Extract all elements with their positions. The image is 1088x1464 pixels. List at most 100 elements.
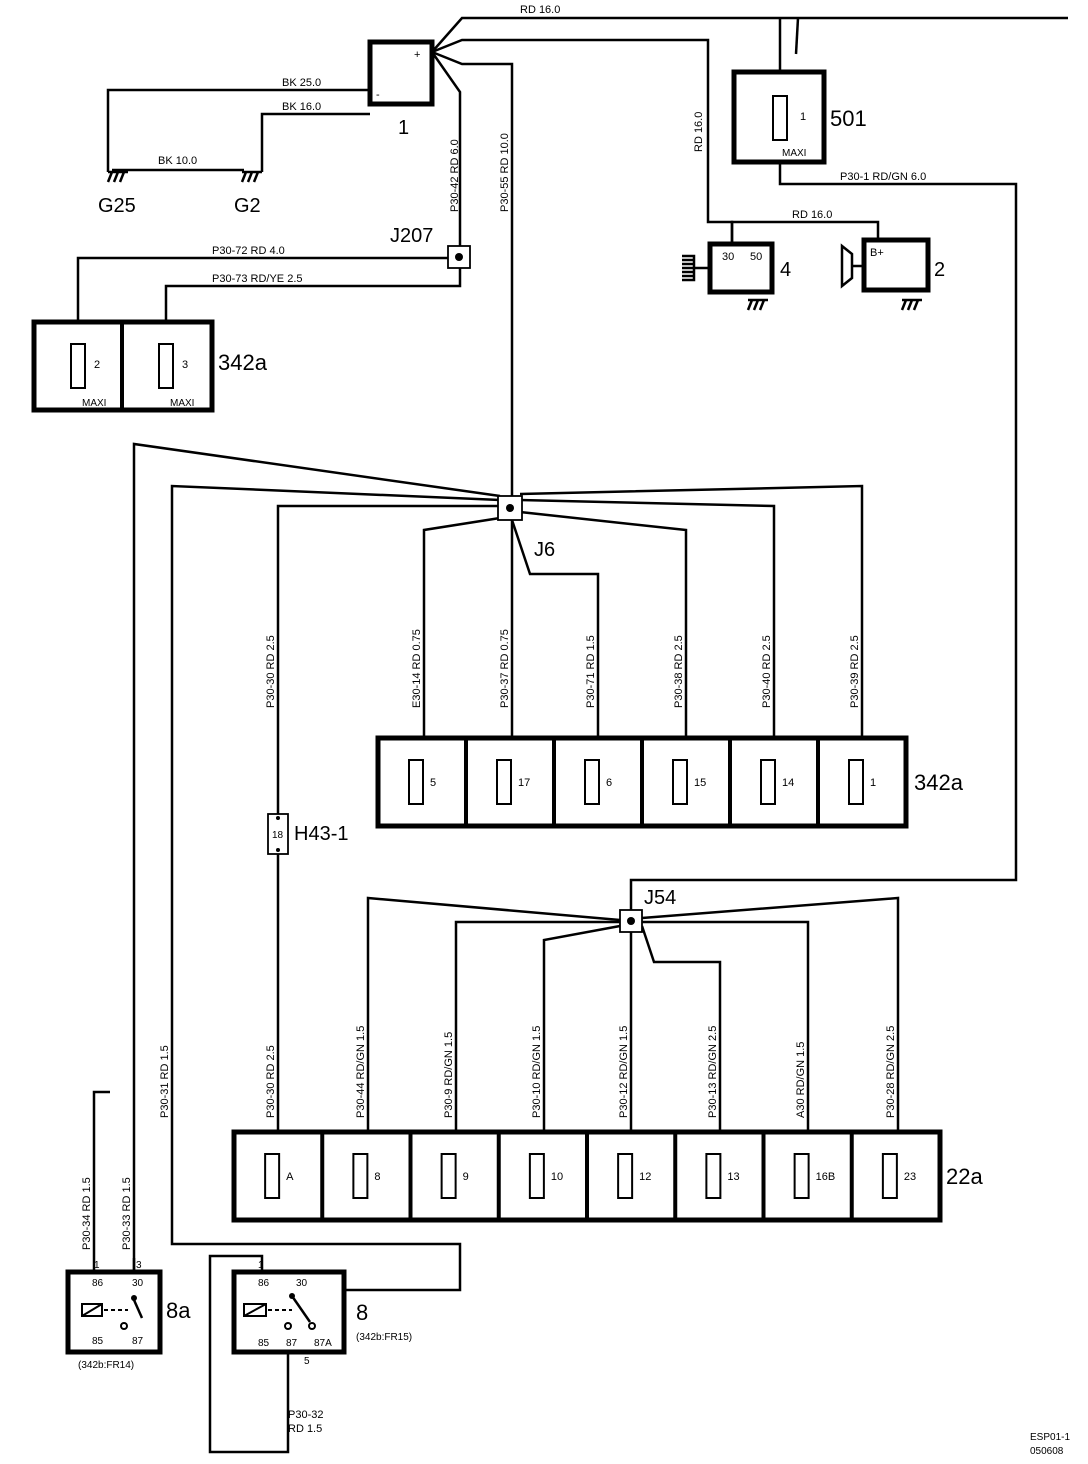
wire-label: P30-71 RD 1.5 [585,635,597,708]
fuse-box-342a-top-label: 342a [218,350,268,375]
bottom-fuse-row: A 8 9 10 12 13 16B 23 [264,1132,916,1220]
wire-label: A30 RD/GN 1.5 [795,1042,807,1118]
fuse [352,1153,369,1199]
battery-id: 1 [398,117,409,139]
fuse [496,759,512,805]
wire-label: BK 25.0 [282,77,321,89]
wire-label: P30-72 RD 4.0 [212,245,285,257]
fuse-label: 10 [551,1171,563,1183]
svg-text:MAXI: MAXI [82,398,106,409]
wire-label: P30-73 RD/YE 2.5 [212,273,303,285]
wire-label: P30-1 RD/GN 6.0 [840,171,926,183]
ground-g2-label: G2 [234,195,261,217]
fuse-label: 12 [639,1171,651,1183]
wire-label: BK 10.0 [158,155,197,167]
wire-label: P30-38 RD 2.5 [673,635,685,708]
fuse-box-22a: A 8 9 10 12 13 16B 23 22a [231,1129,983,1223]
wire-label: RD 1.5 [288,1423,322,1435]
starter-label: 4 [780,259,791,281]
wire-label: P30-40 RD 2.5 [761,635,773,708]
fuse-label: 5 [430,777,436,789]
wires [76,16,1068,1454]
svg-text:86: 86 [92,1278,104,1289]
wire-label: RD 16.0 [792,209,832,221]
wire-label: RD 16.0 [520,4,560,16]
battery-plus: + [414,49,420,61]
svg-text:3: 3 [136,1260,142,1271]
svg-text:30: 30 [132,1278,144,1289]
fuse-box-342a-mid-label: 342a [914,770,964,795]
fuse-label: 9 [463,1171,469,1183]
fuse-label: 14 [782,777,794,789]
relay-8a-ref: (342b:FR14) [78,1360,134,1371]
fuse [584,759,600,805]
battery-component: + - 1 [367,39,435,139]
fuse [408,759,424,805]
wire-label: P30-39 RD 2.5 [849,635,861,708]
svg-text:85: 85 [258,1338,270,1349]
wire-label: P30-42 RD 6.0 [449,139,461,212]
svg-text:1: 1 [258,1260,264,1271]
wire-label: P30-28 RD/GN 2.5 [885,1026,897,1118]
wire-label: P30-30 RD 2.5 [265,1045,277,1118]
svg-text:MAXI: MAXI [170,398,194,409]
splice-j207: J207 [390,225,471,269]
battery-minus: - [376,89,380,101]
wire-label: P30-13 RD/GN 2.5 [707,1026,719,1118]
fuse [881,1153,898,1199]
wire-label: P30-31 RD 1.5 [159,1045,171,1118]
fuse-label: 6 [606,777,612,789]
wire-label: P30-34 RD 1.5 [81,1177,93,1250]
fuse-label: 23 [904,1171,916,1183]
fuse [760,759,776,805]
fuse [672,759,688,805]
fuse-box-342a-top: 2 3 MAXI MAXI 342a [31,319,268,413]
svg-text:5: 5 [304,1356,310,1367]
wire-label: P30-44 RD/GN 1.5 [355,1026,367,1118]
footer-date: 050608 [1030,1446,1064,1457]
starter-component: 30 50 4 [682,241,791,311]
wire-label: E30-14 RD 0.75 [411,629,423,708]
svg-text:3: 3 [182,359,188,371]
fuse [705,1153,722,1199]
fuse-label: 16B [816,1171,836,1183]
svg-text:1: 1 [94,1260,100,1271]
connector-h43-label: H43-1 [294,823,348,845]
splice-j6: J6 [497,495,555,561]
fuse-box-22a-label: 22a [946,1164,983,1189]
svg-text:87: 87 [132,1336,144,1347]
fuse [848,759,864,805]
svg-text:2: 2 [94,359,100,371]
relay-8-ref: (342b:FR15) [356,1332,412,1343]
relay-8: 1 86 30 85 87 87A 5 8 (342b:FR15) [231,1260,412,1367]
svg-text:18: 18 [272,830,284,841]
wire-label: P30-9 RD/GN 1.5 [443,1032,455,1118]
fuse [440,1153,457,1199]
svg-text:1: 1 [800,111,806,123]
fuse-label: 15 [694,777,706,789]
generator-component: B+ 2 [840,237,945,311]
fuse-label: 17 [518,777,530,789]
svg-text:86: 86 [258,1278,270,1289]
svg-text:30: 30 [722,251,734,263]
svg-text:87: 87 [286,1338,298,1349]
wire-label: RD 16.0 [693,112,705,152]
fuse-box-501-label: 501 [830,106,867,131]
relay-8a-label: 8a [166,1298,191,1323]
wire-label: P30-55 RD 10.0 [499,133,511,212]
svg-text:87A: 87A [314,1338,332,1349]
fuse-label: 8 [374,1171,380,1183]
splice-j6-label: J6 [534,539,555,561]
splice-j54: J54 [619,887,676,933]
splice-j207-label: J207 [390,225,433,247]
fuse-label: A [286,1171,294,1183]
wire-label: P30-30 RD 2.5 [265,635,277,708]
footer-code: ESP01-1 [1030,1432,1070,1443]
fuse-label: 13 [727,1171,739,1183]
fuse [264,1153,281,1199]
wire-label: P30-32 [288,1409,323,1421]
wire-label: P30-10 RD/GN 1.5 [531,1026,543,1118]
fuse [793,1153,810,1199]
